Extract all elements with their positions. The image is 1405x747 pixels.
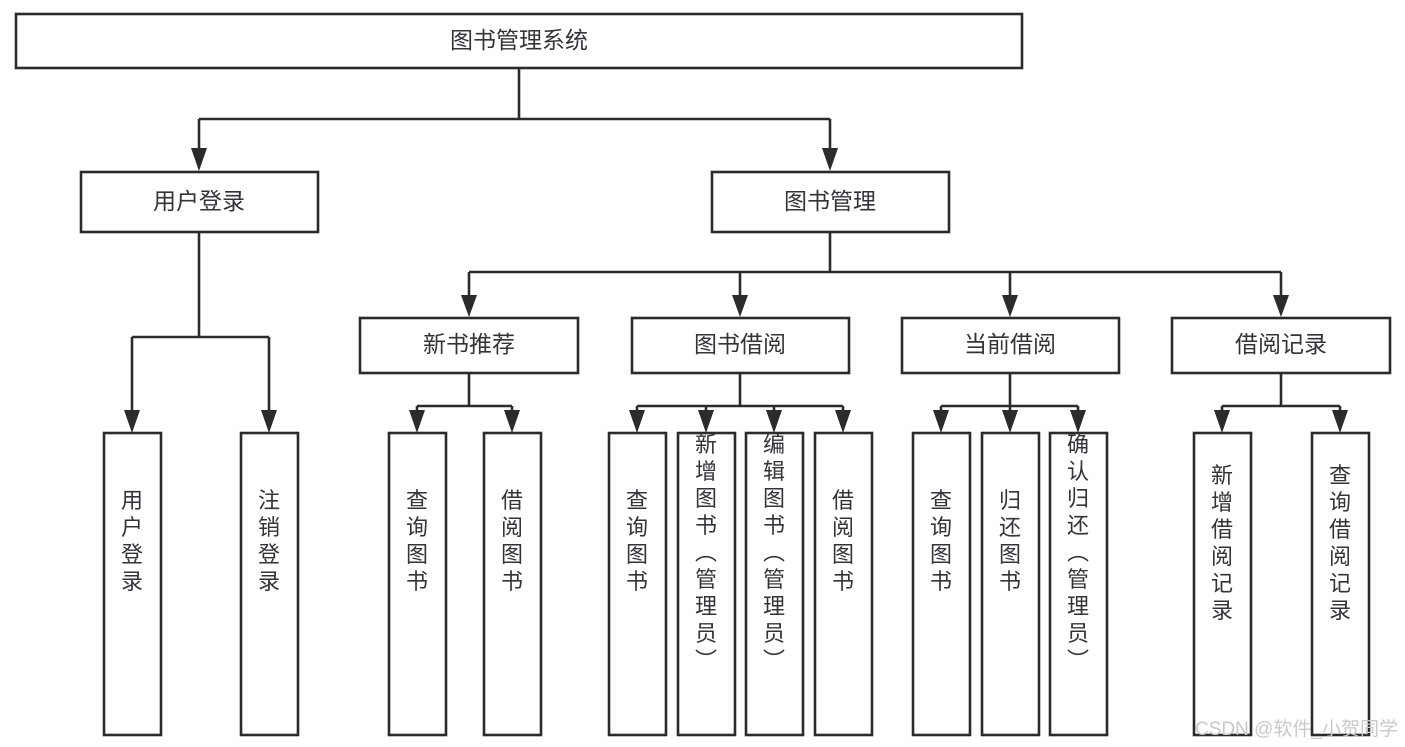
arrow-userlogin-leaf-2	[261, 410, 277, 433]
leaf-current-borrow-1-label: 查询图书	[930, 488, 952, 594]
arrow-userlogin-leaf-1	[124, 410, 140, 433]
arrow-borrow-leaf-1	[629, 410, 645, 433]
node-book-management[interactable]: 图书管理	[710, 170, 951, 234]
leaf-user-login-2-label: 注销登录	[258, 488, 280, 594]
leaf-borrow-record-2-box[interactable]	[1310, 431, 1371, 737]
leaf-current-borrow-3[interactable]: 确认归还︵管理员︶	[1048, 431, 1109, 737]
leaf-borrow-record-1-label: 新增借阅记录	[1211, 463, 1233, 623]
leaf-current-borrow-2[interactable]: 归还图书	[980, 431, 1041, 737]
leaf-new-book-1-label: 查询图书	[406, 488, 428, 594]
leaf-book-borrow-4-box[interactable]	[813, 431, 874, 737]
arrow-to-book-borrow	[732, 295, 748, 317]
arrow-borrow-leaf-3	[766, 410, 782, 433]
leaf-book-borrow-2[interactable]: 新增图书︵管理员︶	[676, 431, 737, 737]
leaf-book-borrow-3[interactable]: 编辑图书︵管理员︶	[744, 431, 805, 737]
node-new-book-recommend-label: 新书推荐	[423, 331, 515, 357]
arrow-record-leaf-1	[1214, 410, 1230, 433]
leaf-borrow-record-1[interactable]: 新增借阅记录	[1192, 431, 1253, 737]
arrow-newbook-leaf-1	[409, 410, 425, 433]
node-user-login-label: 用户登录	[153, 188, 245, 214]
leaf-user-login-1[interactable]: 用户登录	[102, 431, 163, 737]
arrow-to-borrow-record	[1273, 295, 1289, 317]
leaf-user-login-2-box[interactable]	[239, 431, 300, 737]
arrow-current-leaf-3	[1070, 410, 1086, 433]
node-book-borrow-label: 图书借阅	[694, 331, 786, 357]
node-current-borrow-label: 当前借阅	[964, 331, 1056, 357]
arrow-record-leaf-2	[1332, 410, 1348, 433]
leaf-book-borrow-1-label: 查询图书	[626, 488, 648, 594]
arrow-newbook-leaf-2	[504, 410, 520, 433]
leaf-borrow-record-2-label: 查询借阅记录	[1329, 463, 1351, 623]
leaf-book-borrow-1[interactable]: 查询图书	[607, 431, 668, 737]
leaf-borrow-record-1-box[interactable]	[1192, 431, 1253, 737]
node-root-box[interactable]	[14, 12, 1024, 70]
arrow-to-new-book	[461, 295, 477, 317]
arrow-borrow-leaf-2	[698, 410, 714, 433]
node-book-management-box[interactable]	[710, 170, 951, 234]
leaf-current-borrow-3-box[interactable]	[1048, 431, 1109, 737]
leaf-current-borrow-2-label: 归还图书	[999, 488, 1021, 594]
leaf-user-login-1-label: 用户登录	[121, 488, 143, 594]
node-current-borrow[interactable]: 当前借阅	[900, 316, 1121, 375]
node-borrow-record[interactable]: 借阅记录	[1170, 316, 1392, 375]
leaf-book-borrow-1-box[interactable]	[607, 431, 668, 737]
arrow-current-leaf-1	[933, 410, 949, 433]
node-borrow-record-box[interactable]	[1170, 316, 1392, 375]
leaf-new-book-2[interactable]: 借阅图书	[482, 431, 543, 737]
leaf-book-borrow-2-label: 新增图书︵管理员︶	[695, 432, 717, 673]
leaf-book-borrow-2-box[interactable]	[676, 431, 737, 737]
node-user-login[interactable]: 用户登录	[79, 170, 320, 234]
node-root-label: 图书管理系统	[450, 27, 588, 53]
node-book-management-label: 图书管理	[784, 188, 876, 214]
leaf-new-book-1-box[interactable]	[387, 431, 448, 737]
node-borrow-record-label: 借阅记录	[1235, 331, 1327, 357]
leaf-current-borrow-1-box[interactable]	[911, 431, 972, 737]
leaf-book-borrow-4-label: 借阅图书	[832, 488, 854, 594]
leaf-new-book-2-label: 借阅图书	[501, 488, 523, 594]
leaf-user-login-2[interactable]: 注销登录	[239, 431, 300, 737]
leaf-current-borrow-1[interactable]: 查询图书	[911, 431, 972, 737]
node-current-borrow-box[interactable]	[900, 316, 1121, 375]
leaf-borrow-record-2[interactable]: 查询借阅记录	[1310, 431, 1371, 737]
leaf-new-book-1[interactable]: 查询图书	[387, 431, 448, 737]
leaf-book-borrow-3-label: 编辑图书︵管理员︶	[763, 432, 785, 673]
node-new-book-recommend[interactable]: 新书推荐	[358, 316, 580, 375]
arrow-current-leaf-2	[1002, 410, 1018, 433]
arrow-to-user-login	[191, 148, 207, 171]
arrow-to-current-borrow	[1002, 295, 1018, 317]
leaf-current-borrow-2-box[interactable]	[980, 431, 1041, 737]
leaf-current-borrow-3-label: 确认归还︵管理员︶	[1067, 432, 1089, 673]
leaf-user-login-1-box[interactable]	[102, 431, 163, 737]
node-book-borrow-box[interactable]	[630, 316, 851, 375]
csdn-watermark: CSDN @软件_小贺同学	[1195, 718, 1398, 740]
node-book-borrow[interactable]: 图书借阅	[630, 316, 851, 375]
leaf-book-borrow-4[interactable]: 借阅图书	[813, 431, 874, 737]
node-root[interactable]: 图书管理系统	[14, 12, 1024, 70]
node-user-login-box[interactable]	[79, 170, 320, 234]
arrow-borrow-leaf-4	[835, 410, 851, 433]
arrow-to-book-mgmt	[822, 148, 838, 171]
connector-layer	[124, 68, 1348, 433]
node-new-book-recommend-box[interactable]	[358, 316, 580, 375]
leaf-new-book-2-box[interactable]	[482, 431, 543, 737]
leaf-book-borrow-3-box[interactable]	[744, 431, 805, 737]
